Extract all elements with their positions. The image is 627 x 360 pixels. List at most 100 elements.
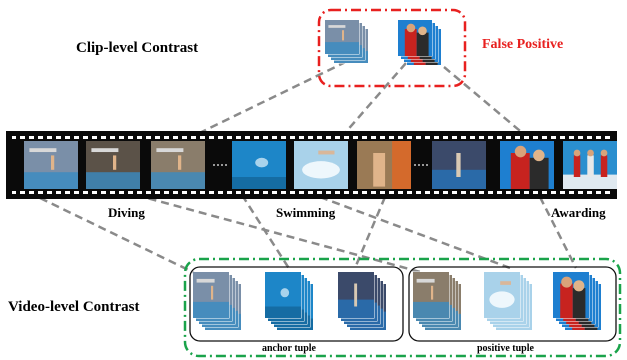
film-frame [24, 141, 78, 189]
thumb-detail [178, 155, 182, 170]
gap-dot [422, 164, 424, 166]
film-frame [432, 141, 486, 189]
thumb-detail [193, 301, 229, 318]
thumb-detail [510, 153, 530, 189]
thumb-detail [572, 288, 586, 318]
thumb-detail [196, 278, 215, 283]
sprocket-row-bottom [12, 191, 612, 196]
thumb-detail [529, 157, 549, 189]
thumb-detail [211, 285, 214, 300]
video-level-heading: Video-level Contrast [8, 299, 140, 315]
thumb-detail [489, 291, 515, 308]
connector-lines [39, 54, 578, 280]
thumb-detail [318, 150, 335, 155]
category-swimming: Swimming [276, 205, 336, 220]
thumb-detail [600, 149, 608, 157]
thumb-detail [156, 148, 184, 153]
thumb-detail [354, 283, 358, 307]
anchor-tuple-box [189, 266, 404, 342]
film-frame [232, 141, 286, 189]
positive-clip-awarding [552, 271, 602, 331]
thumb-detail [373, 153, 386, 187]
thumb-detail [232, 177, 286, 189]
positive-tuple-box [408, 266, 617, 342]
thumb-detail [431, 285, 434, 300]
positive-tuple-caption: positive tuple [477, 343, 534, 354]
thumb-detail [151, 172, 205, 189]
anchor-tuple-caption: anchor tuple [262, 343, 316, 354]
clip-stack-awarding [397, 19, 442, 66]
connector-line [319, 195, 511, 270]
gap-dot [418, 164, 420, 166]
positive-clip-diving [412, 271, 462, 331]
thumb-detail [587, 149, 594, 157]
thumb-detail [29, 148, 57, 153]
thumb-detail [413, 301, 449, 318]
connector-line [39, 196, 206, 280]
anchor-clip-arena [337, 271, 387, 331]
thumb-detail [404, 29, 417, 56]
false-positive-pair [324, 19, 442, 66]
thumb-detail [432, 169, 486, 189]
thumb-detail [416, 278, 435, 283]
video-level-box [183, 257, 622, 358]
film-frame [563, 141, 617, 189]
thumb-detail [563, 174, 617, 189]
thumb-detail [418, 26, 427, 36]
thumb-detail [416, 32, 429, 56]
clip-level-box [317, 8, 467, 88]
thumb-detail [338, 299, 374, 318]
clip-level-heading: Clip-level Contrast [76, 40, 199, 56]
film-strip [6, 131, 617, 199]
connector-line [182, 54, 359, 143]
thumb-detail [600, 155, 608, 177]
category-diving: Diving [108, 205, 145, 220]
film-frame [294, 141, 348, 189]
thumb-detail [51, 155, 55, 170]
thumb-detail [392, 141, 411, 189]
thumb-detail [456, 153, 461, 177]
thumb-detail [573, 155, 581, 177]
thumb-detail [302, 161, 340, 179]
gap-dot [221, 164, 223, 166]
thumb-detail [325, 42, 359, 54]
thumb-detail [328, 25, 346, 28]
gap-dot [217, 164, 219, 166]
thumb-detail [91, 148, 119, 153]
thumb-detail [24, 172, 78, 189]
film-frame [151, 141, 205, 189]
thumb-detail [500, 281, 511, 285]
connector-line [240, 194, 292, 271]
clip-stack-diving [324, 19, 369, 64]
film-frame [357, 141, 411, 189]
film-frame [500, 141, 554, 189]
thumb-detail [265, 306, 301, 318]
film-frames [24, 141, 617, 189]
thumb-detail [406, 23, 416, 33]
thumb-detail [573, 149, 581, 157]
thumb-detail [342, 30, 345, 41]
connector-line [443, 66, 533, 142]
false-positive-label: False Positive [482, 37, 564, 52]
thumb-detail [560, 283, 573, 318]
thumb-detail [587, 155, 594, 177]
gap-dot [426, 164, 428, 166]
thumb-detail [113, 155, 117, 170]
thumb-detail [86, 172, 140, 189]
thumb-detail [255, 157, 269, 168]
positive-clip-swimming [483, 271, 533, 331]
thumb-detail [561, 276, 573, 288]
sprocket-row-top [12, 134, 612, 139]
frame-gap-dots [213, 164, 428, 166]
gap-dot [414, 164, 416, 166]
thumb-detail [514, 145, 527, 158]
anchor-clip-underwater [264, 271, 314, 331]
thumb-detail [533, 149, 545, 162]
connector-line [538, 196, 578, 269]
film-frame [86, 141, 140, 189]
thumb-detail [573, 280, 585, 292]
connector-line [353, 196, 387, 269]
gap-dot [213, 164, 215, 166]
thumb-detail [280, 288, 290, 298]
